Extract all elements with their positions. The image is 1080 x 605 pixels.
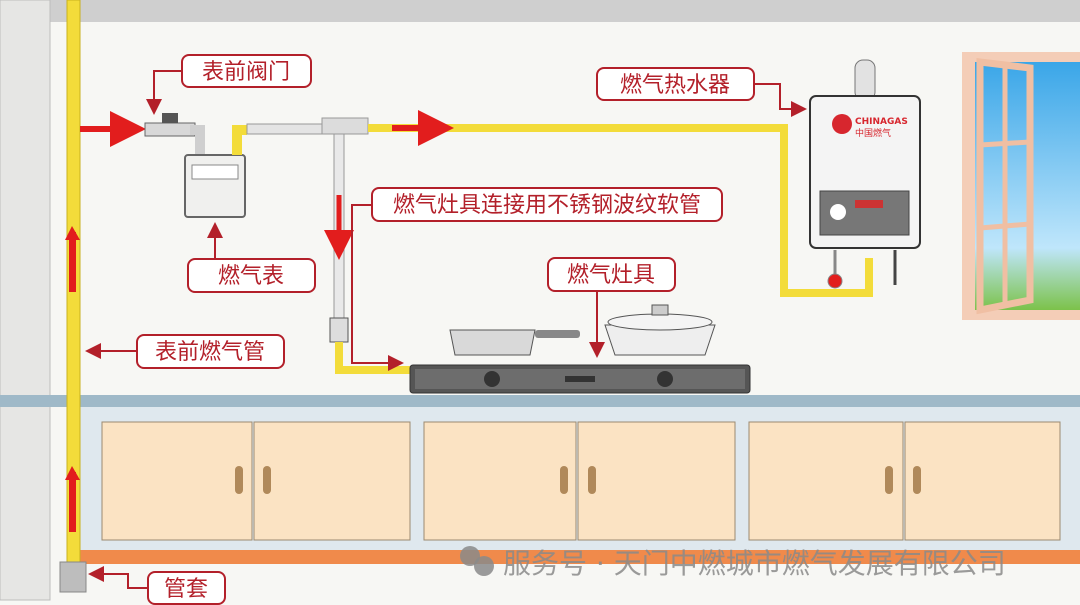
flow-arrow (69, 232, 76, 292)
label-text: 燃气灶具 (567, 263, 655, 288)
tee-fitting (321, 117, 369, 135)
wechat-icon (460, 546, 480, 566)
label-stove: 燃气灶具 (547, 257, 676, 292)
label-text: 管套 (164, 577, 208, 602)
stove-valve (329, 317, 349, 343)
pipe-sleeve (59, 561, 87, 593)
cabinets (101, 421, 1061, 541)
label-text: 表前燃气管 (155, 340, 265, 365)
meter-valve (144, 113, 205, 155)
heater-brand-cn: 中国燃气 (855, 127, 891, 139)
gas-pipe-to-heater (368, 124, 788, 132)
gas-pipe-to-heater (780, 128, 873, 297)
label-flex-hose: 燃气灶具连接用不锈钢波纹软管 (371, 187, 723, 222)
label-text: 燃气热水器 (620, 73, 730, 98)
window (962, 52, 1080, 320)
chinagas-logo-icon (832, 114, 852, 134)
label-gas-meter: 燃气表 (187, 258, 316, 293)
gas-meter (184, 125, 247, 218)
countertop (0, 395, 1080, 407)
counter-strip (80, 550, 1080, 564)
label-riser-pipe: 表前燃气管 (136, 334, 285, 369)
label-water-heater: 燃气热水器 (596, 67, 755, 101)
flow-arrow (69, 472, 76, 532)
watermark-text: 服务号 · 天门中燃城市燃气发展有限公司 (503, 547, 1006, 580)
gas-water-heater: CHINAGAS 中国燃气 (809, 59, 921, 289)
leader-lines (85, 70, 807, 589)
label-text: 燃气灶具连接用不锈钢波纹软管 (393, 193, 701, 218)
heater-brand-en: CHINAGAS (855, 117, 908, 127)
label-text: 燃气表 (218, 264, 284, 289)
label-meter-valve: 表前阀门 (181, 54, 312, 88)
gas-stove (409, 304, 751, 394)
ceiling-trim (0, 0, 1080, 22)
label-sleeve: 管套 (147, 571, 226, 605)
label-text: 表前阀门 (202, 60, 290, 85)
wall-column (0, 0, 51, 601)
watermark: 服务号 · 天门中燃城市燃气发展有限公司 (460, 546, 1006, 580)
